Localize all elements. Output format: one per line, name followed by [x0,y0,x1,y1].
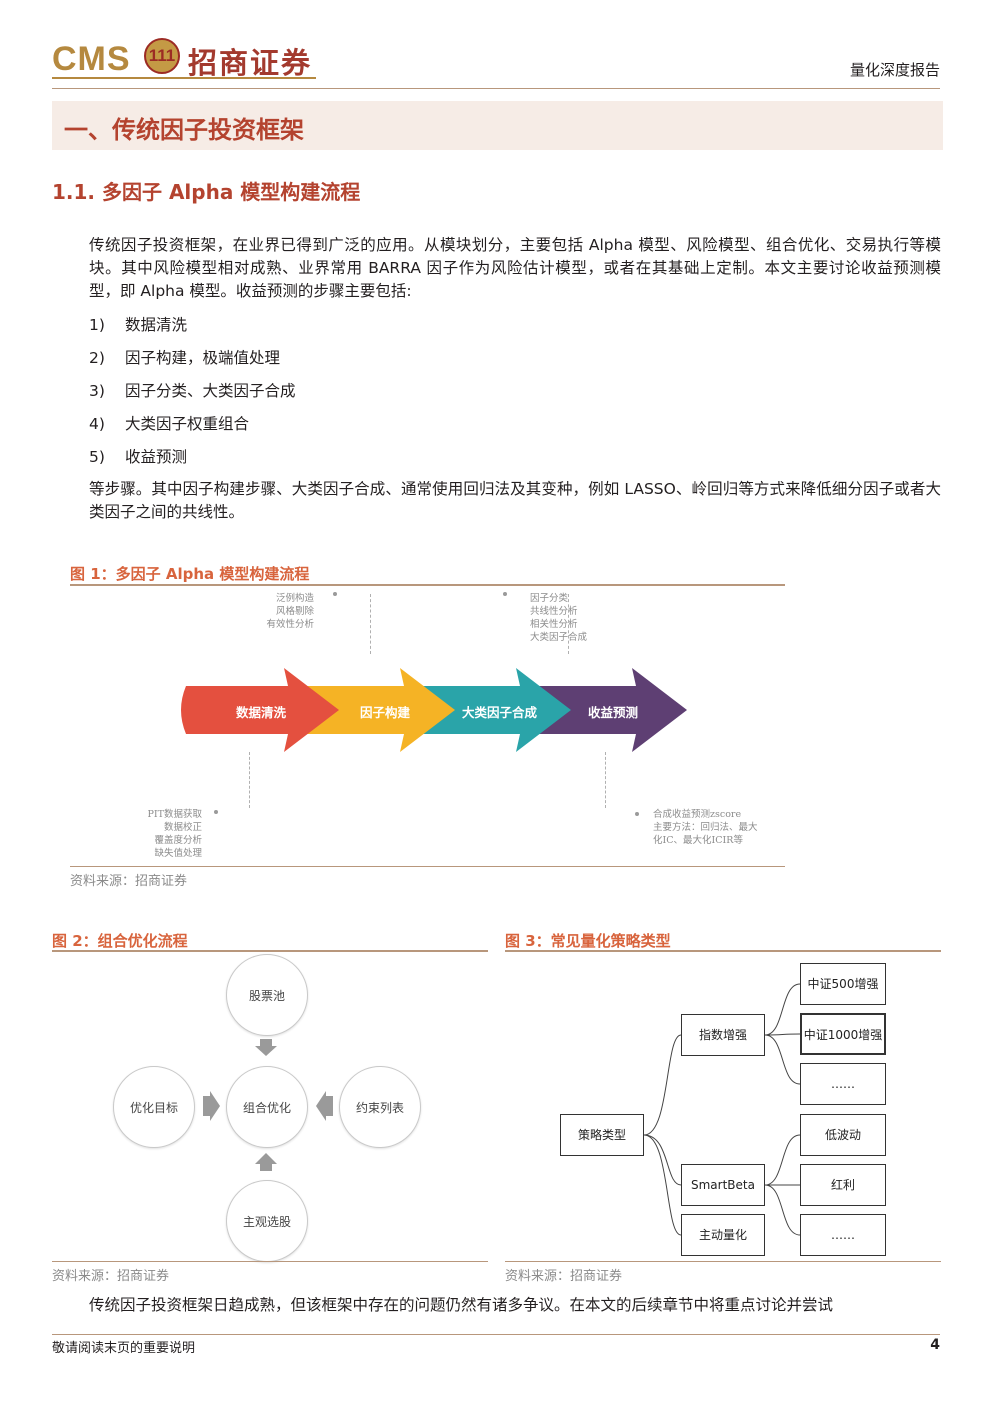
leaf-csi1000: 中证1000增强 [800,1013,886,1055]
figure1-caption: 图 1：多因子 Alpha 模型构建流程 [70,565,310,583]
figure1-source: 资料来源：招商证券 [70,874,188,889]
figure2-top-rule [52,950,488,952]
arrow-step-1 [181,668,339,752]
figure2-arrows [203,1039,333,1171]
list-item: 1)数据清洗 [89,316,188,334]
node-stock-pool: 股票池 [226,954,308,1036]
figure1-note-top-left: 泛例构造 风格剔除 有效性分析 [266,593,314,630]
figure2-caption: 图 2：组合优化流程 [52,932,188,950]
figure3-connectors [643,983,801,1236]
list-item: 2)因子构建，极端值处理 [89,349,281,367]
figure3-top-rule [505,950,941,952]
logo-badge-icon: 111 [144,38,180,74]
arrow-label-3: 大类因子合成 [462,705,538,720]
list-item: 3)因子分类、大类因子合成 [89,382,296,400]
note-bullet-icon [635,812,639,816]
subsection-title: 1.1. 多因子 Alpha 模型构建流程 [52,180,361,204]
leaf-low-volatility: 低波动 [800,1114,886,1156]
leaf-more-1: …… [800,1063,886,1105]
note-bullet-icon [333,592,337,596]
process-arrow-flow [181,668,687,752]
leaf-csi500: 中证500增强 [800,963,886,1005]
arrow-step-4 [532,668,687,752]
list-item: 4)大类因子权重组合 [89,415,250,433]
connector-line [249,752,250,808]
closing-paragraph: 传统因子投资框架日趋成熟，但该框架中存在的问题仍然有诸多争议。在本文的后续章节中… [89,1296,834,1314]
node-optimization-target: 优化目标 [113,1066,195,1148]
branch-index-enhancement: 指数增强 [681,1014,765,1056]
leaf-dividend: 红利 [800,1164,886,1206]
figure1-note-bottom-right: 合成收益预测zscore 主要方法：回归法、最大 化IC、最大化ICIR等 [653,809,758,846]
logo-underline [52,77,316,79]
figure1-bottom-rule [70,866,785,867]
node-subjective-selection: 主观选股 [226,1180,308,1262]
figure3-caption: 图 3：常见量化策略类型 [505,932,671,950]
connector-line [605,752,606,808]
footer-notice: 敬请阅读末页的重要说明 [52,1341,196,1356]
logo-cms-text: CMS [52,40,131,78]
arrow-label-2: 因子构建 [360,705,411,720]
section-banner: 一、传统因子投资框架 [52,101,943,150]
figure1-note-bottom-left: PIT数据获取 数据校正 覆盖度分析 缺失值处理 [147,809,202,859]
connector-line [370,594,371,654]
branch-active-quant: 主动量化 [681,1214,765,1256]
arrow-label-1: 数据清洗 [236,705,287,720]
footer-divider [52,1334,940,1335]
branch-smartbeta: SmartBeta [681,1164,765,1206]
arrow-left-icon [316,1091,333,1121]
strategy-root-box: 策略类型 [560,1114,644,1156]
report-type: 量化深度报告 [849,61,940,79]
page-number: 4 [930,1337,940,1353]
figure1-top-rule [70,584,785,586]
figure3-bottom-rule [505,1261,941,1262]
arrow-step-3 [415,668,571,752]
brand-logo: CMS 111 招商证券 [52,36,322,80]
arrow-up-icon [255,1153,277,1171]
node-constraint-list: 约束列表 [339,1066,421,1148]
note-bullet-icon [503,592,507,596]
figure2-source: 资料来源：招商证券 [52,1269,170,1284]
figure1-note-top-right: 因子分类 共线性分析 相关性分析 大类因子合成 [530,593,588,643]
list-item: 5)收益预测 [89,448,188,466]
logo-company-name: 招商证券 [188,46,313,80]
figure3-source: 资料来源：招商证券 [505,1269,623,1284]
after-paragraph: 等步骤。其中因子构建步骤、大类因子合成、通常使用回归法及其变种，例如 LASSO… [89,480,941,521]
node-portfolio-optimization: 组合优化 [226,1066,308,1148]
leaf-more-2: …… [800,1214,886,1256]
arrow-step-2 [298,668,455,752]
intro-paragraph: 传统因子投资框架，在业界已得到广泛的应用。从模块划分，主要包括 Alpha 模型… [89,236,941,300]
arrow-right-icon [203,1091,220,1121]
connector-line [568,594,569,654]
arrow-down-icon [255,1039,277,1056]
header-divider [52,88,940,89]
arrow-label-4: 收益预测 [588,705,639,720]
section-title: 一、传统因子投资框架 [64,116,304,144]
figure2-bottom-rule [52,1261,488,1262]
note-bullet-icon [214,810,218,814]
